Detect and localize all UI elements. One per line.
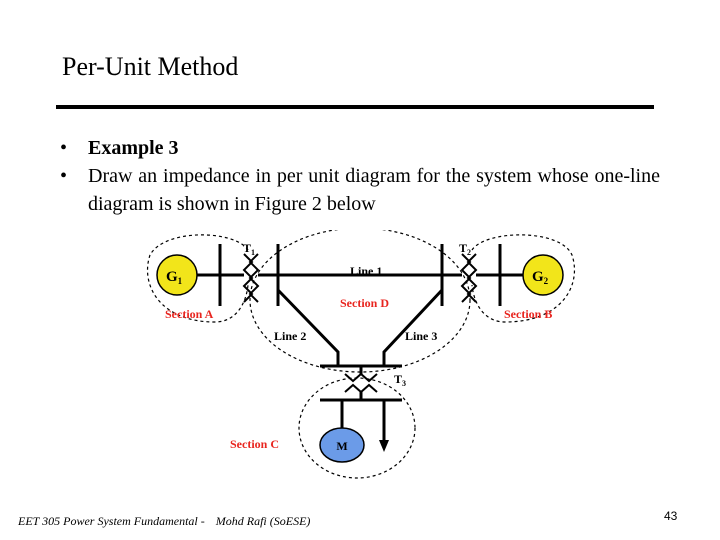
t2-winding-1 <box>460 253 472 303</box>
slide-footer: EET 305 Power System Fundamental - Mohd … <box>18 514 310 529</box>
page-number: 43 <box>664 509 678 523</box>
bullet-symbol: • <box>60 137 68 159</box>
footer-author: Mohd Rafi (SoESE) <box>215 514 311 528</box>
slide-title: Per-Unit Method <box>62 52 239 81</box>
line-1-label: Line 1 <box>350 264 382 278</box>
bullet-list: • Example 3 • Draw an impedance in per u… <box>60 134 660 218</box>
section-c-boundary <box>298 377 416 479</box>
footer-course: EET 305 Power System Fundamental - <box>18 514 205 528</box>
t3-winding-1 <box>344 372 378 383</box>
t2-label: T2 <box>459 241 471 257</box>
t2-winding-2 <box>466 253 478 303</box>
line-2 <box>276 288 340 366</box>
t1-winding-1 <box>242 253 254 303</box>
g2-label: G2 <box>532 269 549 286</box>
t1-label: T1 <box>243 241 255 257</box>
line-3-label: Line 3 <box>405 329 437 343</box>
section-b-label: Section B <box>504 307 552 321</box>
bullet-text-example: Example 3 <box>88 137 179 159</box>
bullet-item-example: • Example 3 <box>60 134 660 162</box>
motor-m <box>319 427 365 463</box>
line-2-label: Line 2 <box>274 329 306 343</box>
section-a-label: Section A <box>165 307 214 321</box>
title-underline <box>56 105 654 109</box>
g1-label: G1 <box>166 269 183 286</box>
bullet-item-instruction: • Draw an impedance in per unit diagram … <box>60 162 660 218</box>
motor-label: M <box>336 439 347 453</box>
load-arrow <box>379 440 389 452</box>
section-c-label: Section C <box>230 437 279 451</box>
t3-winding-2 <box>344 383 378 394</box>
one-line-diagram: T1 T2 T3 G1 G2 M Line 1 Line 2 Line 3 Se… <box>146 230 576 479</box>
t3-label: T3 <box>394 372 406 388</box>
bullet-symbol: • <box>60 165 68 187</box>
section-a-boundary <box>146 234 249 323</box>
section-b-boundary <box>471 234 576 323</box>
t1-winding-2 <box>248 253 260 303</box>
section-d-label: Section D <box>340 296 389 310</box>
bullet-text-instruction: Draw an impedance in per unit diagram fo… <box>88 165 660 215</box>
line-3 <box>382 288 444 366</box>
